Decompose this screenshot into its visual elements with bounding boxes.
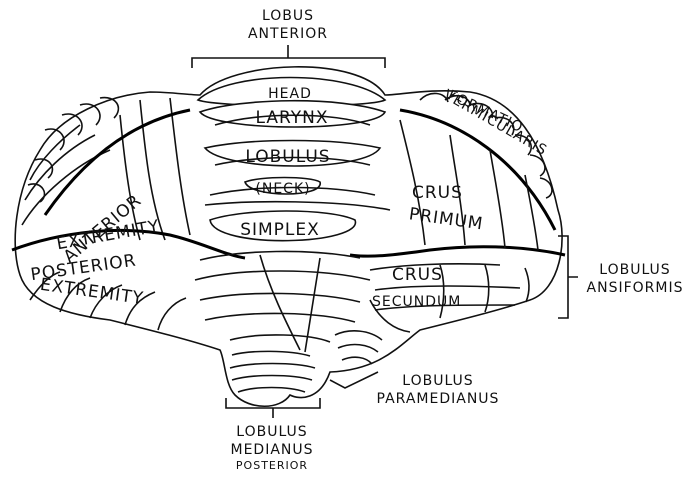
- lobus-anterior-label-1: LOBUS: [262, 8, 314, 24]
- lobulus-label: LOBULUS: [245, 147, 330, 167]
- paramedianus-label-1: LOBULUS: [402, 373, 473, 389]
- lobus-anterior-bracket: [192, 45, 385, 68]
- paramedianus-label-2: PARAMEDIANUS: [377, 391, 500, 407]
- medianus-label-3: POSTERIOR: [236, 459, 308, 472]
- crus-secundum-label-2: SECUNDUM: [372, 294, 461, 310]
- head-label: HEAD: [268, 86, 312, 102]
- neck-label: (NECK): [255, 181, 310, 197]
- medianus-label-1: LOBULUS: [236, 424, 307, 440]
- lobus-anterior-label-2: ANTERIOR: [248, 26, 328, 42]
- simplex-label: SIMPLEX: [240, 220, 320, 240]
- medianus-label-2: MEDIANUS: [230, 442, 313, 458]
- larynx-label: LARYNX: [256, 108, 329, 128]
- crus-primum-label-1: CRUS: [412, 183, 463, 203]
- ansiformis-label-2: ANSIFORMIS: [587, 280, 684, 296]
- crus-secundum-label-1: CRUS: [392, 265, 443, 285]
- ansiformis-label-1: LOBULUS: [599, 262, 670, 278]
- paramedianus-bracket: [330, 372, 378, 388]
